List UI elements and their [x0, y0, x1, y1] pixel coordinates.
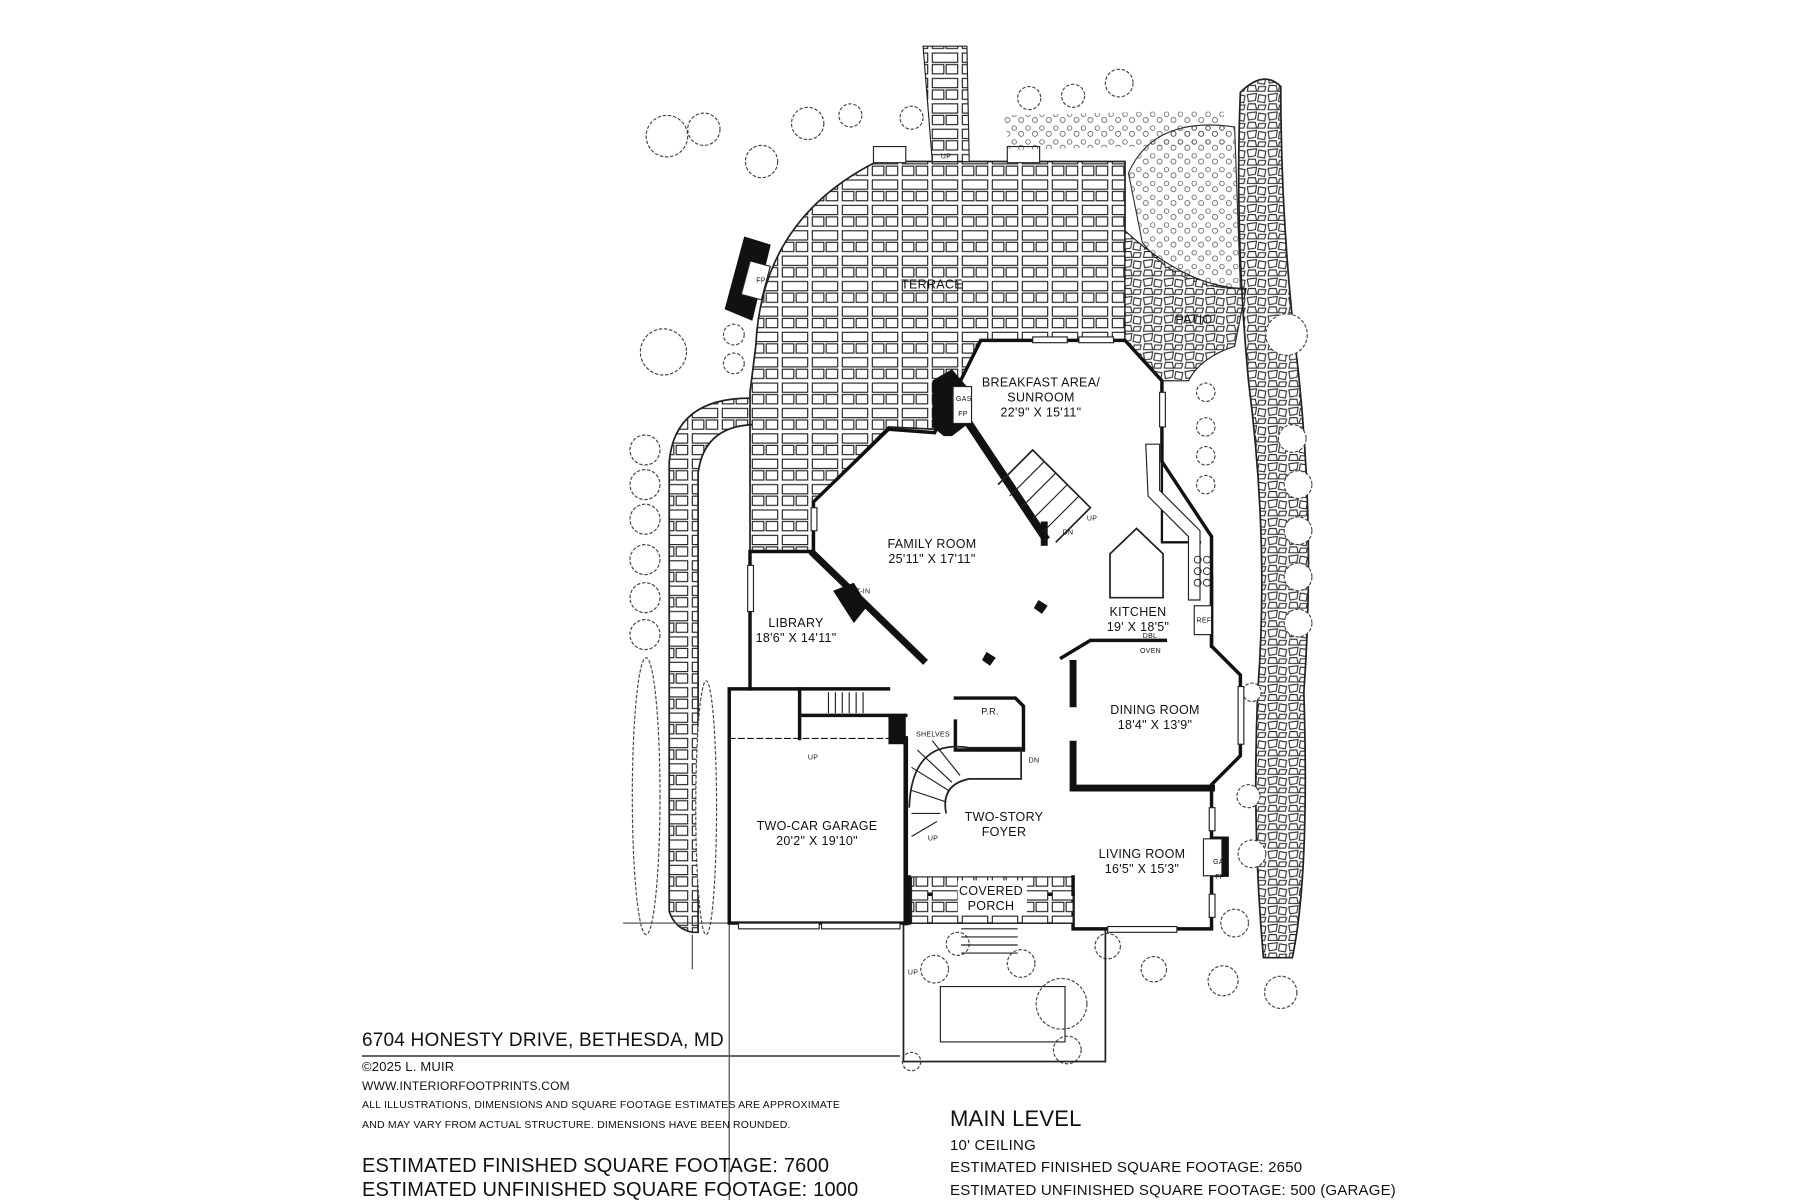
up-label: UP [927, 835, 939, 843]
property-address: 6704 HONESTY DRIVE, BETHESDA, MD [362, 1030, 724, 1051]
double-oven-label: DBL OVEN [1140, 633, 1162, 655]
up-label: UP [940, 153, 952, 161]
room-name: DINING ROOM [1110, 703, 1200, 717]
room-name: LIVING ROOM [1098, 847, 1186, 861]
up-label: UP [907, 969, 919, 977]
fireplace-label: FP [756, 277, 766, 285]
room-dimensions: 20'2" X 19'10" [776, 834, 858, 848]
dining-room-label: DINING ROOM 18'4" X 13'9" [1110, 703, 1199, 733]
north-steps [922, 45, 970, 163]
room-dimensions: 22'9" X 15'11" [1000, 405, 1082, 420]
garage-label: TWO-CAR GARAGE 20'2" X 19'10" [757, 819, 878, 849]
breakfast-area-label: BREAKFAST AREA/ SUNROOM 22'9" X 15'11" [982, 376, 1100, 421]
refrigerator-label: REF [1196, 617, 1212, 625]
room-name: COVERED [959, 884, 1023, 898]
built-in-label: BUILT-IN [839, 588, 871, 596]
room-name: LIBRARY [768, 616, 824, 630]
gas-fireplace-label: GAS FP [956, 396, 972, 418]
room-name: KITCHEN [1109, 605, 1167, 619]
up-label: UP [807, 754, 819, 762]
room-name: TWO-CAR GARAGE [756, 819, 878, 833]
foyer-label: TWO-STORY FOYER [965, 810, 1044, 840]
room-dimensions: 25'11" X 17'11" [888, 552, 976, 566]
library-label: LIBRARY 18'6" X 14'11" [756, 616, 837, 646]
family-room-label: FAMILY ROOM 25'11" X 17'11" [888, 537, 977, 567]
windows [737, 336, 1245, 933]
level-finished-sqft: ESTIMATED FINISHED SQUARE FOOTAGE: 2650 [950, 1159, 1303, 1176]
room-name: TWO-STORY [964, 810, 1044, 824]
total-finished-sqft: ESTIMATED FINISHED SQUARE FOOTAGE: 7600 [362, 1155, 830, 1177]
level-unfinished-sqft: ESTIMATED UNFINISHED SQUARE FOOTAGE: 500… [950, 1182, 1396, 1199]
garage-stair [827, 692, 864, 714]
powder-room-label: P.R. [981, 706, 999, 717]
stone-walk-right [1237, 78, 1310, 959]
ceiling-height: 10' CEILING [950, 1137, 1036, 1154]
foyer-spiral-stair [908, 740, 1023, 838]
library-fireplace [833, 582, 868, 624]
terrace-label: TERRACE [901, 277, 963, 292]
up-label: UP [1086, 515, 1098, 523]
room-name: SUNROOM [1007, 390, 1075, 405]
room-name: PORCH [967, 899, 1015, 913]
room-dimensions: 18'4" X 13'9" [1117, 718, 1193, 732]
shelves-label: SHELVES [916, 731, 950, 739]
kitchen-label: KITCHEN 19' X 18'5" [1107, 605, 1170, 635]
gas-fireplace-label: GAS FP [1213, 859, 1229, 881]
driveway [623, 922, 730, 1200]
rear-stair [997, 448, 1092, 543]
room-name: FAMILY ROOM [887, 537, 977, 551]
room-dimensions: 19' X 18'5" [1106, 620, 1170, 634]
living-room-label: LIVING ROOM 16'5" X 15'3" [1099, 847, 1186, 877]
room-name: FOYER [981, 825, 1027, 839]
disclaimer-line-1: ALL ILLUSTRATIONS, DIMENSIONS AND SQUARE… [362, 1099, 841, 1111]
kitchen-island [1109, 527, 1164, 599]
garden-walk-left [668, 397, 753, 934]
copyright: ©2025 L. MUIR [362, 1059, 455, 1074]
level-title: MAIN LEVEL [950, 1106, 1082, 1131]
patio-label: PATIO [1175, 312, 1213, 327]
divider [362, 1055, 900, 1057]
down-label: DN [1062, 529, 1074, 537]
disclaimer-line-2: AND MAY VARY FROM ACTUAL STRUCTURE. DIME… [362, 1119, 791, 1131]
room-name: BREAKFAST AREA/ [981, 375, 1101, 390]
covered-porch-label: COVERED PORCH [959, 884, 1023, 914]
website: WWW.INTERIORFOOTPRINTS.COM [362, 1079, 570, 1093]
room-dimensions: 18'6" X 14'11" [755, 631, 837, 645]
total-unfinished-sqft: ESTIMATED UNFINISHED SQUARE FOOTAGE: 100… [362, 1179, 859, 1200]
down-label: DN [1028, 757, 1040, 765]
room-dimensions: 16'5" X 15'3" [1104, 862, 1180, 876]
